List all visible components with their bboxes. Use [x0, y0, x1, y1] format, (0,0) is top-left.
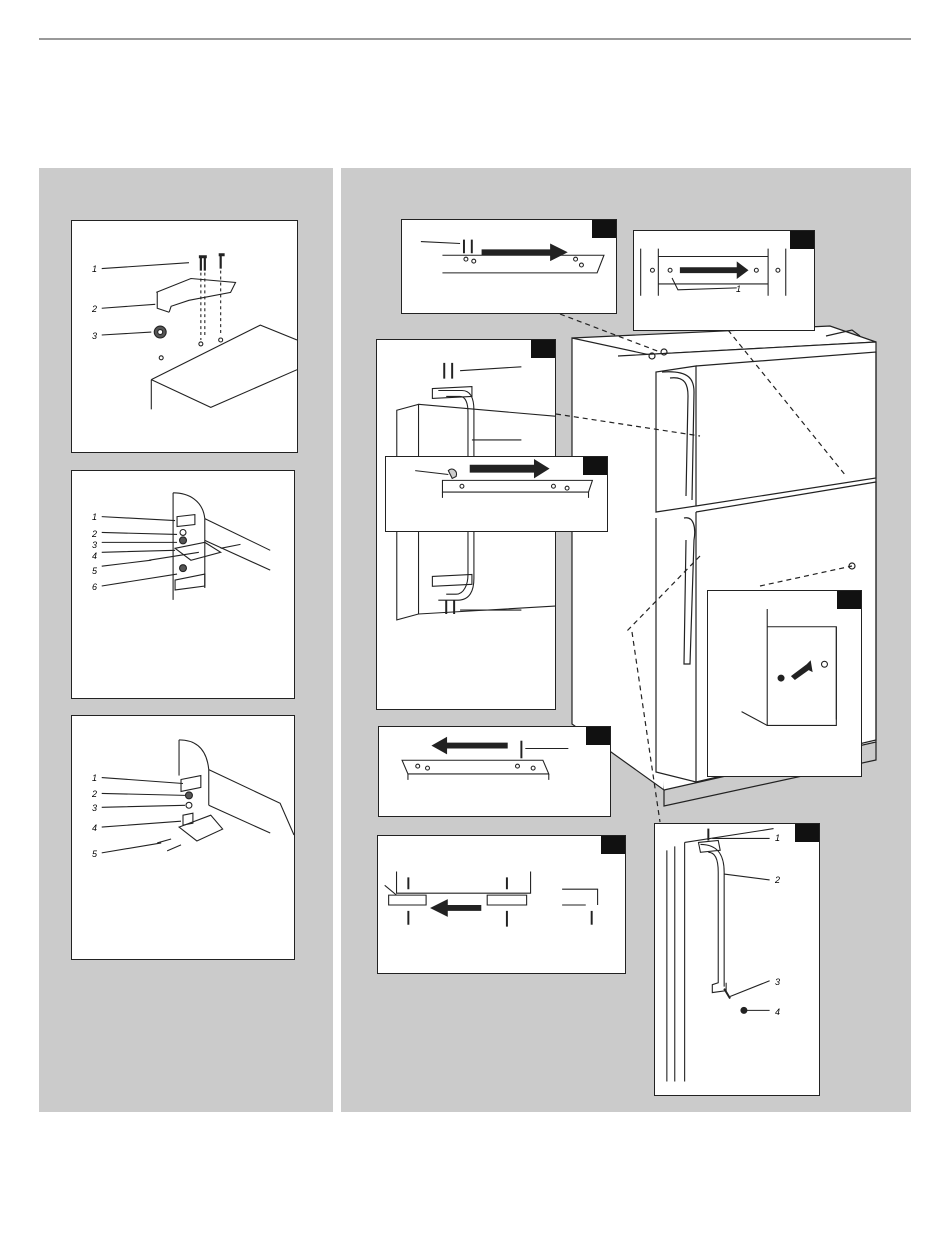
door-stop-diagram: [707, 590, 862, 777]
top-rule: [39, 38, 911, 40]
lower-screw-move-diagram: [378, 726, 611, 817]
callout-1: 1: [92, 513, 97, 522]
callout-4: 4: [92, 552, 97, 561]
callout-1: 1: [92, 265, 97, 274]
callout-1: 1: [775, 834, 780, 843]
callout-2: 2: [92, 790, 97, 799]
callout-3: 3: [92, 332, 97, 341]
callout-1: 1: [736, 285, 741, 294]
callout-4: 4: [775, 1008, 780, 1017]
callout-2: 2: [775, 876, 780, 885]
plug-move-diagram: 1: [633, 230, 815, 331]
refrigerator-handle-diagram: 1 2 3 4: [654, 823, 820, 1096]
callout-3: 3: [775, 978, 780, 987]
handle-plug-move-diagram: [385, 456, 608, 532]
callout-5: 5: [92, 567, 97, 576]
callout-2: 2: [92, 305, 97, 314]
callout-4: 4: [92, 824, 97, 833]
callout-6: 6: [92, 583, 97, 592]
callout-3: 3: [92, 541, 97, 550]
top-hinge-diagram: 1 2 3: [71, 220, 298, 453]
bottom-hinge-diagram: 1 2 3 4 5: [71, 715, 295, 960]
top-screw-move-diagram: [401, 219, 617, 314]
center-hinge-diagram: 1 2 3 4 5 6: [71, 470, 295, 699]
callout-1: 1: [92, 774, 97, 783]
callout-5: 5: [92, 850, 97, 859]
door-closure-diagram: [377, 835, 626, 974]
callout-3: 3: [92, 804, 97, 813]
callout-2: 2: [92, 530, 97, 539]
